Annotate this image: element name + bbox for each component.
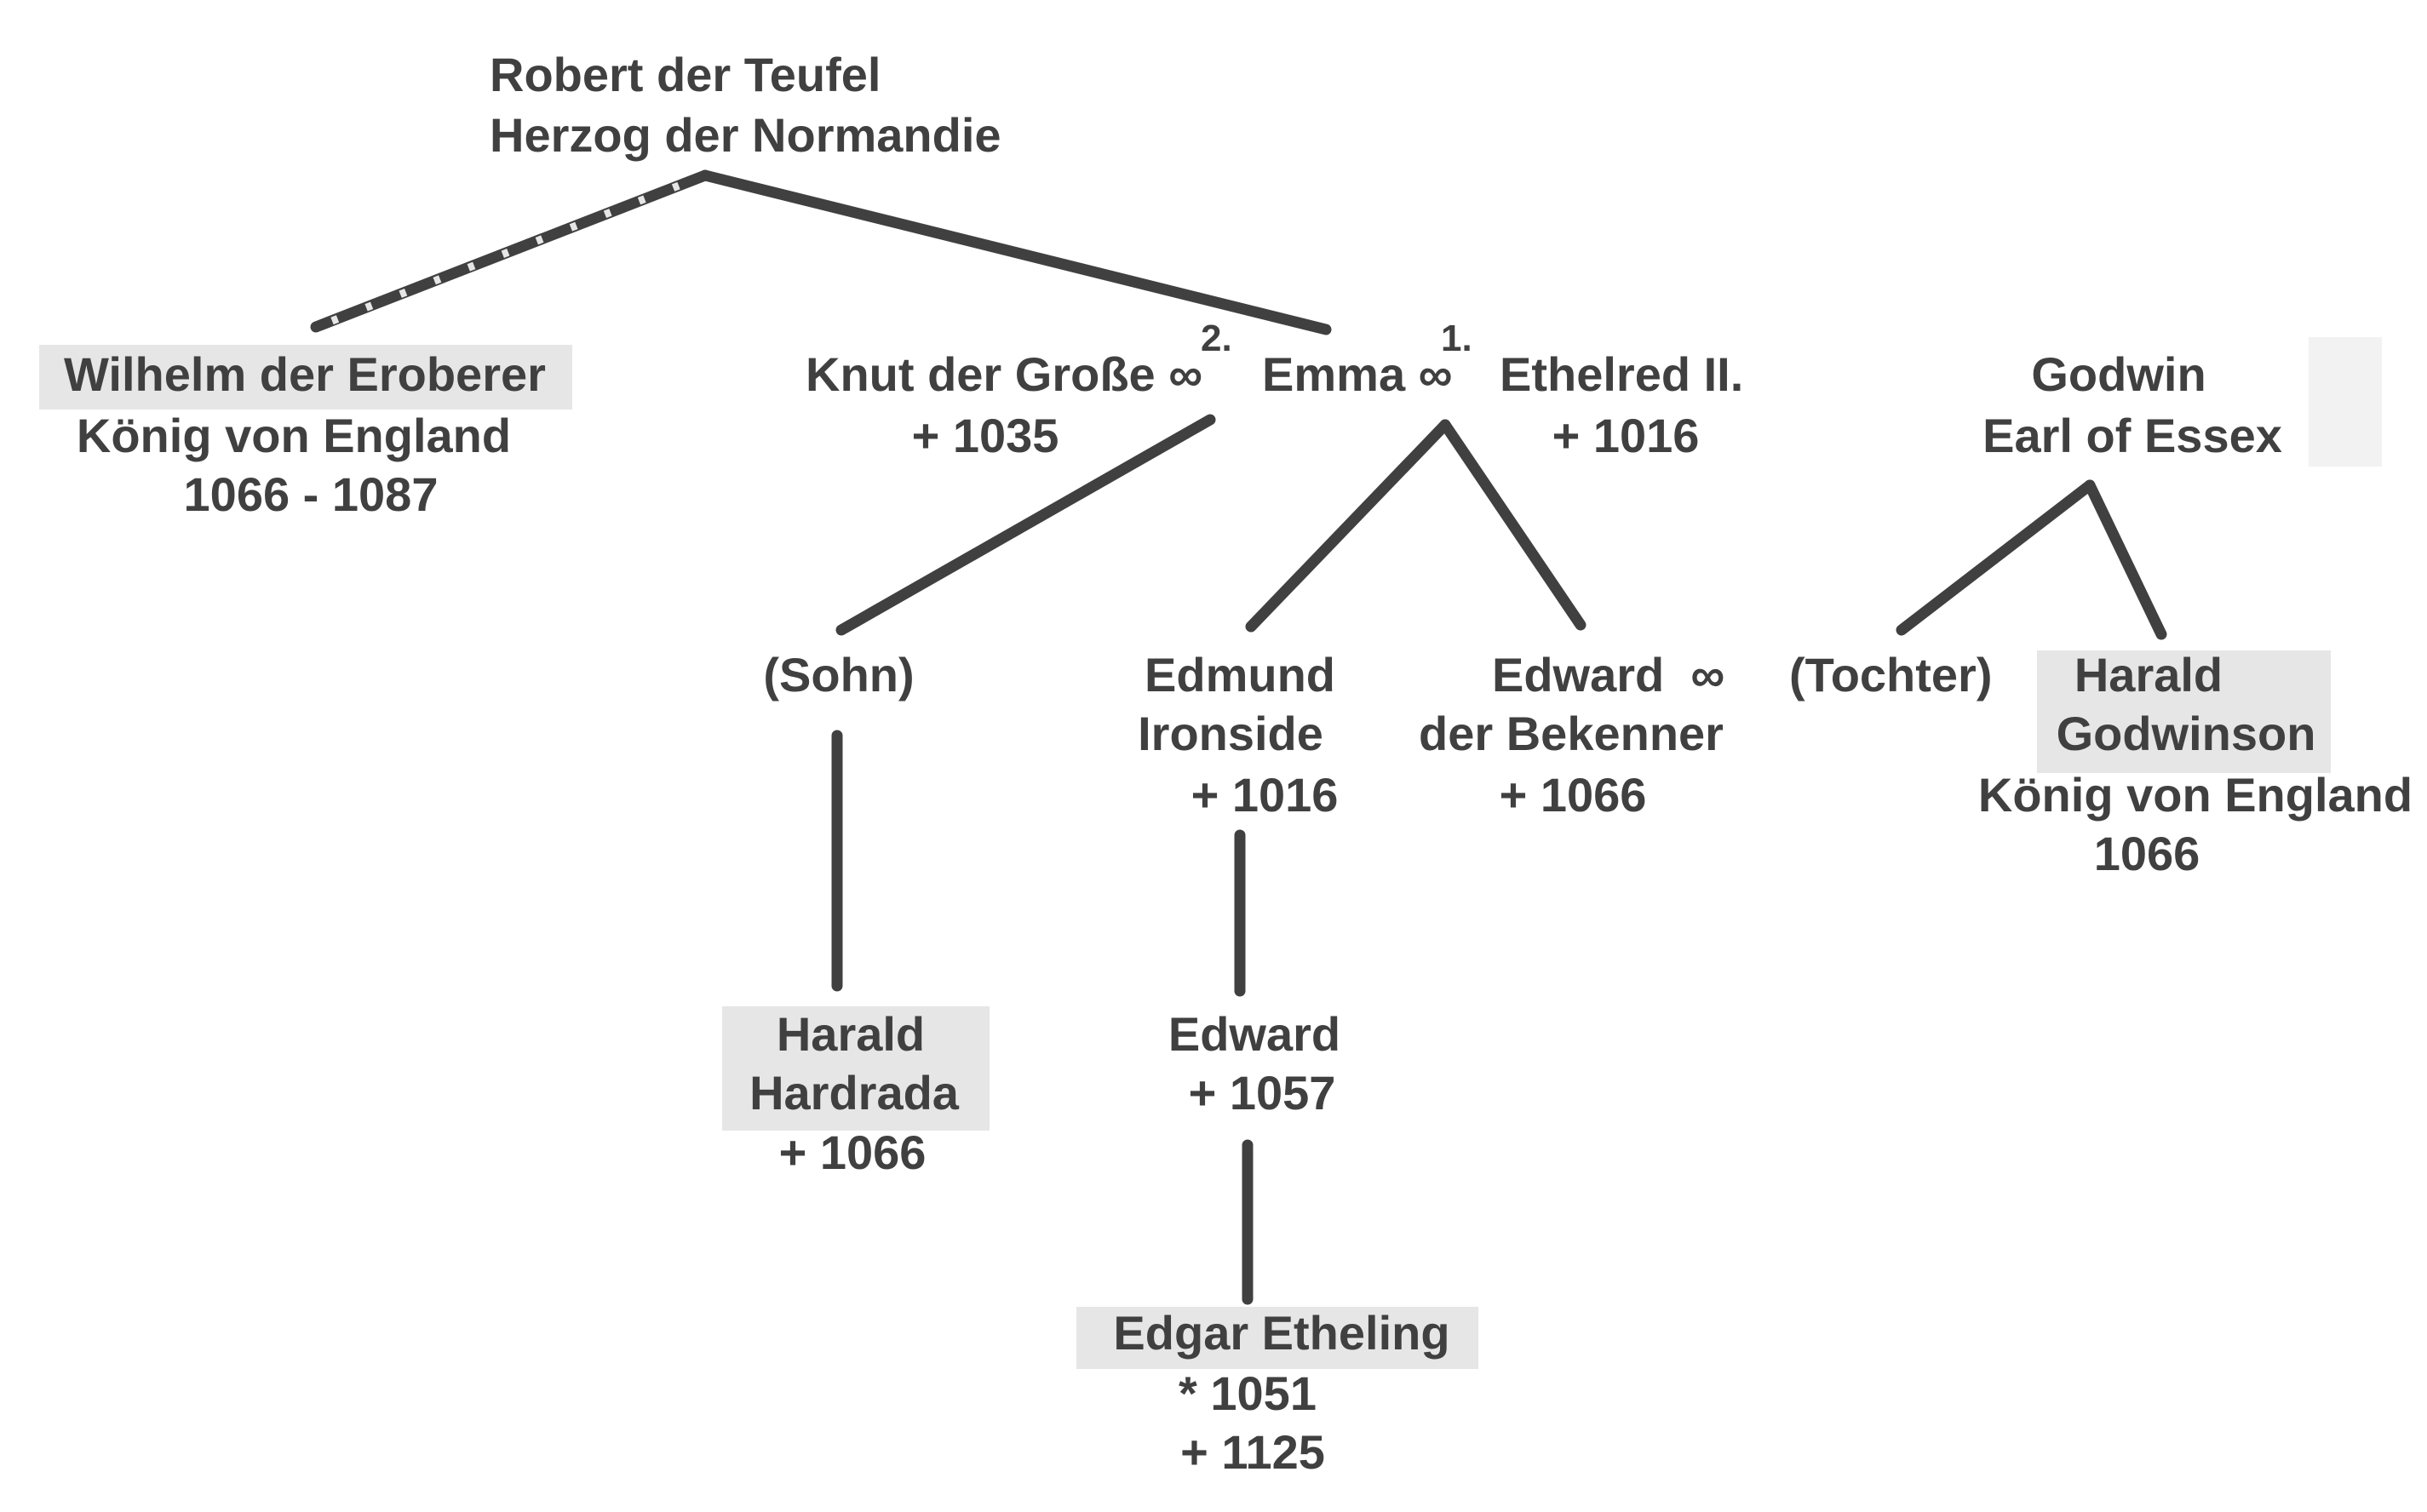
harald-hardrada-death: + 1066 [778,1125,927,1179]
godwin-name: Godwin [2031,347,2206,401]
harald-hardrada-highlight [722,1006,990,1131]
edward-exile-name: Edward [1168,1007,1341,1061]
robert-title: Herzog der Normandie [490,108,1001,162]
knut-sohn-line [835,414,1216,636]
edgar-birth: * 1051 [1179,1366,1317,1420]
edward-confessor-name1: Edward ∞ [1492,648,1725,702]
edward-confessor-name2: der Bekenner [1419,707,1724,760]
harald-godwinson-name2: Godwinson [2056,707,2316,760]
harald-godwinson-year: 1066 [2093,827,2200,880]
robert-name: Robert der Teufel [490,48,881,101]
godwin-title: Earl of Essex [1982,409,2282,462]
knut-name: Knut der Große ∞ [806,347,1203,401]
wilhelm-title: König von England [76,409,512,462]
harald-godwinson-title: König von England [1977,768,2413,822]
tochter-name: (Tochter) [1789,648,1993,702]
edward-confessor-death: + 1066 [1499,768,1647,822]
godwin-highlight [2309,337,2382,467]
emma-edward-line [1439,419,1586,631]
edgar-death: + 1125 [1180,1425,1325,1479]
harald-godwinson-highlight [2037,650,2331,773]
wilhelm-name: Wilhelm der Eroberer [64,347,546,401]
wilhelm-highlight [39,345,572,410]
edmund-name2: Ironside [1138,707,1323,760]
harald-hardrada-name1: Harald [776,1007,926,1061]
wilhelm-years: 1066 - 1087 [183,467,439,521]
harald-godwinson-name1: Harald [2074,648,2223,702]
godwin-tochter-line [1896,479,2096,636]
edward-exile-death: + 1057 [1188,1066,1336,1120]
edgar-highlight [1076,1307,1478,1369]
edmund-name1: Edmund [1145,648,1335,702]
ethelred-marriage-order: 1. [1441,318,1472,359]
harald-hardrada-name2: Hardrada [749,1066,959,1120]
godwin-harald-line [2084,479,2167,640]
emma-name: Emma ∞ [1262,347,1453,401]
ethelred-death: + 1016 [1552,409,1700,462]
edmund-death: + 1016 [1191,768,1339,822]
knut-marriage-order: 2. [1201,318,1232,359]
sohn-name: (Sohn) [763,648,915,702]
robert-emma-line [699,169,1332,335]
edgar-name: Edgar Etheling [1113,1306,1450,1360]
ethelred-name: Ethelred II. [1500,347,1744,401]
illegitimate-link-line [310,169,711,333]
emma-edmund-line [1245,419,1451,633]
knut-death: + 1035 [911,409,1059,462]
